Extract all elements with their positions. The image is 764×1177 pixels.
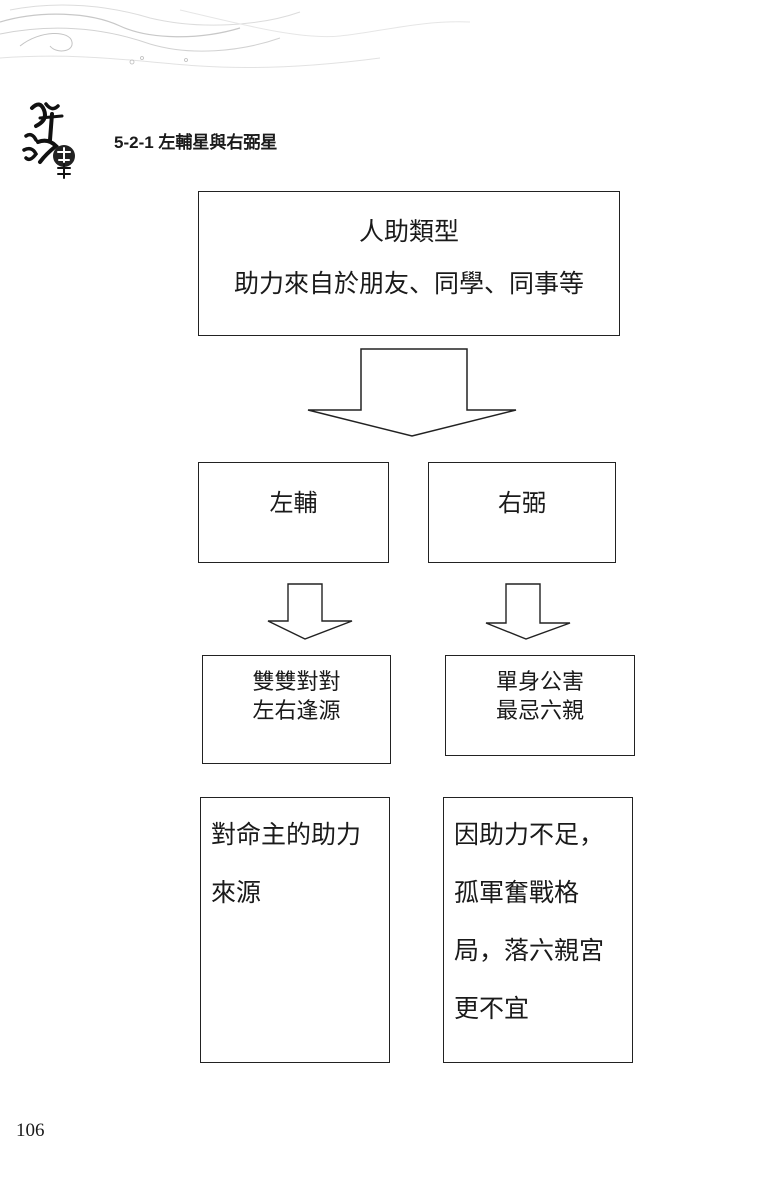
youbi-description-line-4: 更不宜 xyxy=(454,994,530,1023)
youbi-label: 右弼 xyxy=(498,489,546,517)
zuofu-description-box: 對命主的助力 來源 xyxy=(200,797,390,1063)
youbi-trait-line-2: 最忌六親 xyxy=(495,699,584,724)
youbi-description-line-1: 因助力不足， xyxy=(454,820,605,849)
youbi-trait-line-1: 單身公害 xyxy=(495,670,584,695)
helper-type-box: 人助類型 助力來自於朋友、同學、同事等 xyxy=(198,191,620,336)
calligraphy-logo-icon xyxy=(22,102,75,179)
zuofu-label: 左輔 xyxy=(269,489,318,517)
zuofu-box: 左輔 xyxy=(198,462,389,563)
decorative-wave-header xyxy=(0,4,471,69)
youbi-trait-box: 單身公害 最忌六親 xyxy=(445,655,635,756)
youbi-description-box: 因助力不足， 孤軍奮戰格 局，落六親宮 更不宜 xyxy=(443,797,633,1063)
left-down-arrow xyxy=(267,583,353,640)
section-title: 5-2-1 左輔星與右弼星 xyxy=(114,133,278,152)
zuofu-trait-line-1: 雙雙對對 xyxy=(252,670,341,695)
page-number: 106 xyxy=(16,1120,45,1141)
youbi-description-line-3: 局，落六親宮 xyxy=(454,936,605,965)
youbi-box: 右弼 xyxy=(428,462,616,563)
zuofu-description-line-2: 來源 xyxy=(211,878,262,907)
youbi-description-line-2: 孤軍奮戰格 xyxy=(454,878,580,907)
helper-type-title: 人助類型 xyxy=(358,217,459,246)
zuofu-trait-line-2: 左右逢源 xyxy=(252,699,341,724)
zuofu-description-line-1: 對命主的助力 xyxy=(211,820,362,849)
right-down-arrow xyxy=(485,583,571,640)
main-down-arrow xyxy=(307,348,517,437)
helper-type-description: 助力來自於朋友、同學、同事等 xyxy=(233,269,584,298)
zuofu-trait-box: 雙雙對對 左右逢源 xyxy=(202,655,391,764)
